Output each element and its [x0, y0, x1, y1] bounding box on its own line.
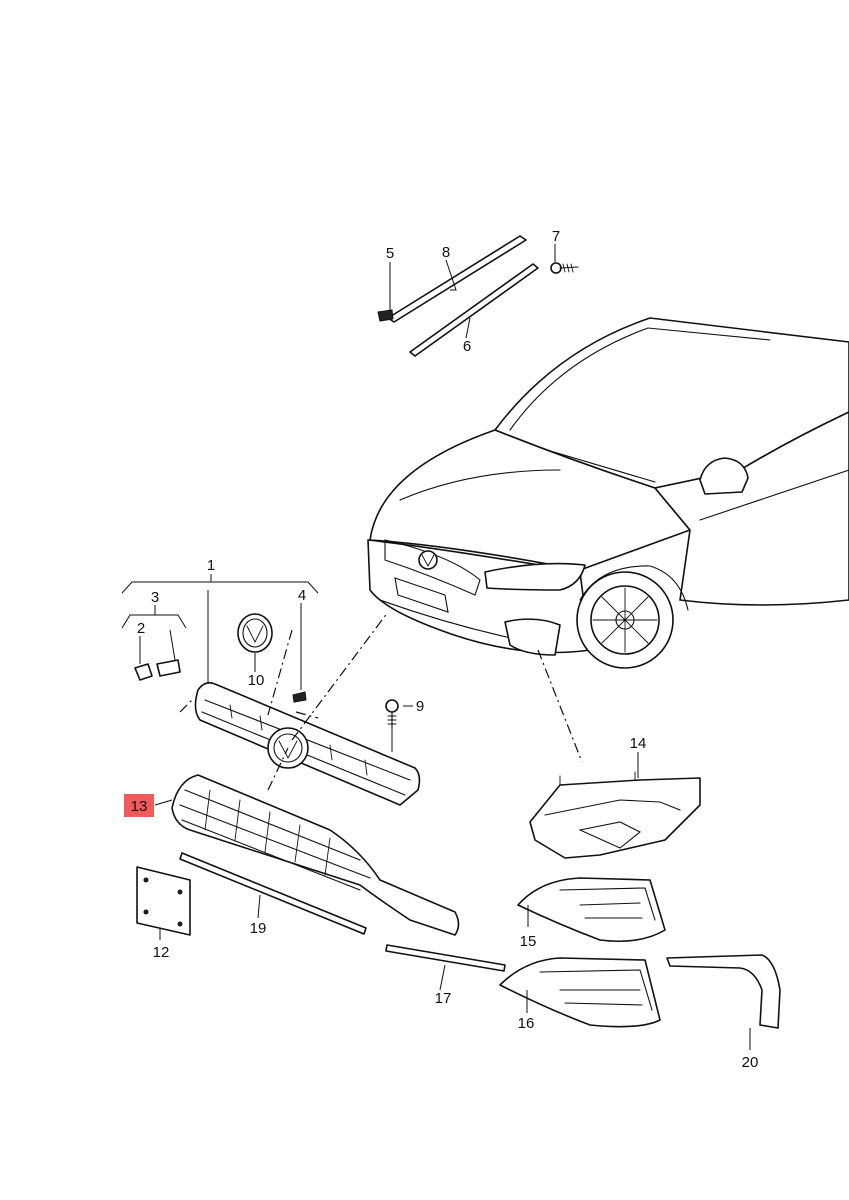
trim-strip-19 — [179, 852, 367, 935]
callout-14: 14 — [630, 735, 647, 752]
upper-grille — [134, 613, 421, 806]
roof-trim-strips — [377, 235, 579, 357]
callout-20: 20 — [742, 1054, 759, 1071]
highlight-box-13 — [124, 794, 154, 817]
callout-1: 1 — [207, 557, 215, 574]
callout-4: 4 — [298, 587, 306, 604]
lower-grille — [171, 774, 460, 936]
callout-5: 5 — [386, 245, 394, 262]
car-illustration — [367, 317, 849, 669]
trim-strip-20 — [666, 954, 781, 1029]
callout-17: 17 — [435, 990, 452, 1007]
callout-15: 15 — [520, 933, 537, 950]
callout-7: 7 — [552, 228, 560, 245]
callout-19: 19 — [250, 920, 267, 937]
callout-3: 3 — [151, 589, 159, 606]
callout-2: 2 — [137, 620, 145, 637]
callout-10: 10 — [248, 672, 265, 689]
fog-cover-16 — [499, 957, 661, 1028]
leader-lines — [139, 244, 751, 1050]
callout-12: 12 — [153, 944, 170, 961]
callout-8: 8 — [442, 244, 450, 261]
trim-strip-17 — [385, 944, 506, 972]
callout-9: 9 — [416, 698, 424, 715]
fog-cover-15 — [517, 877, 666, 943]
group-brackets — [121, 574, 319, 629]
callout-13: 13 — [131, 798, 148, 815]
callouts: 1 2 3 4 5 6 7 8 9 10 12 13 14 15 16 17 1… — [124, 228, 758, 1071]
callout-16: 16 — [518, 1015, 535, 1032]
fog-light-bracket — [529, 771, 701, 859]
license-plate-bracket — [136, 866, 191, 936]
callout-6: 6 — [463, 338, 471, 355]
